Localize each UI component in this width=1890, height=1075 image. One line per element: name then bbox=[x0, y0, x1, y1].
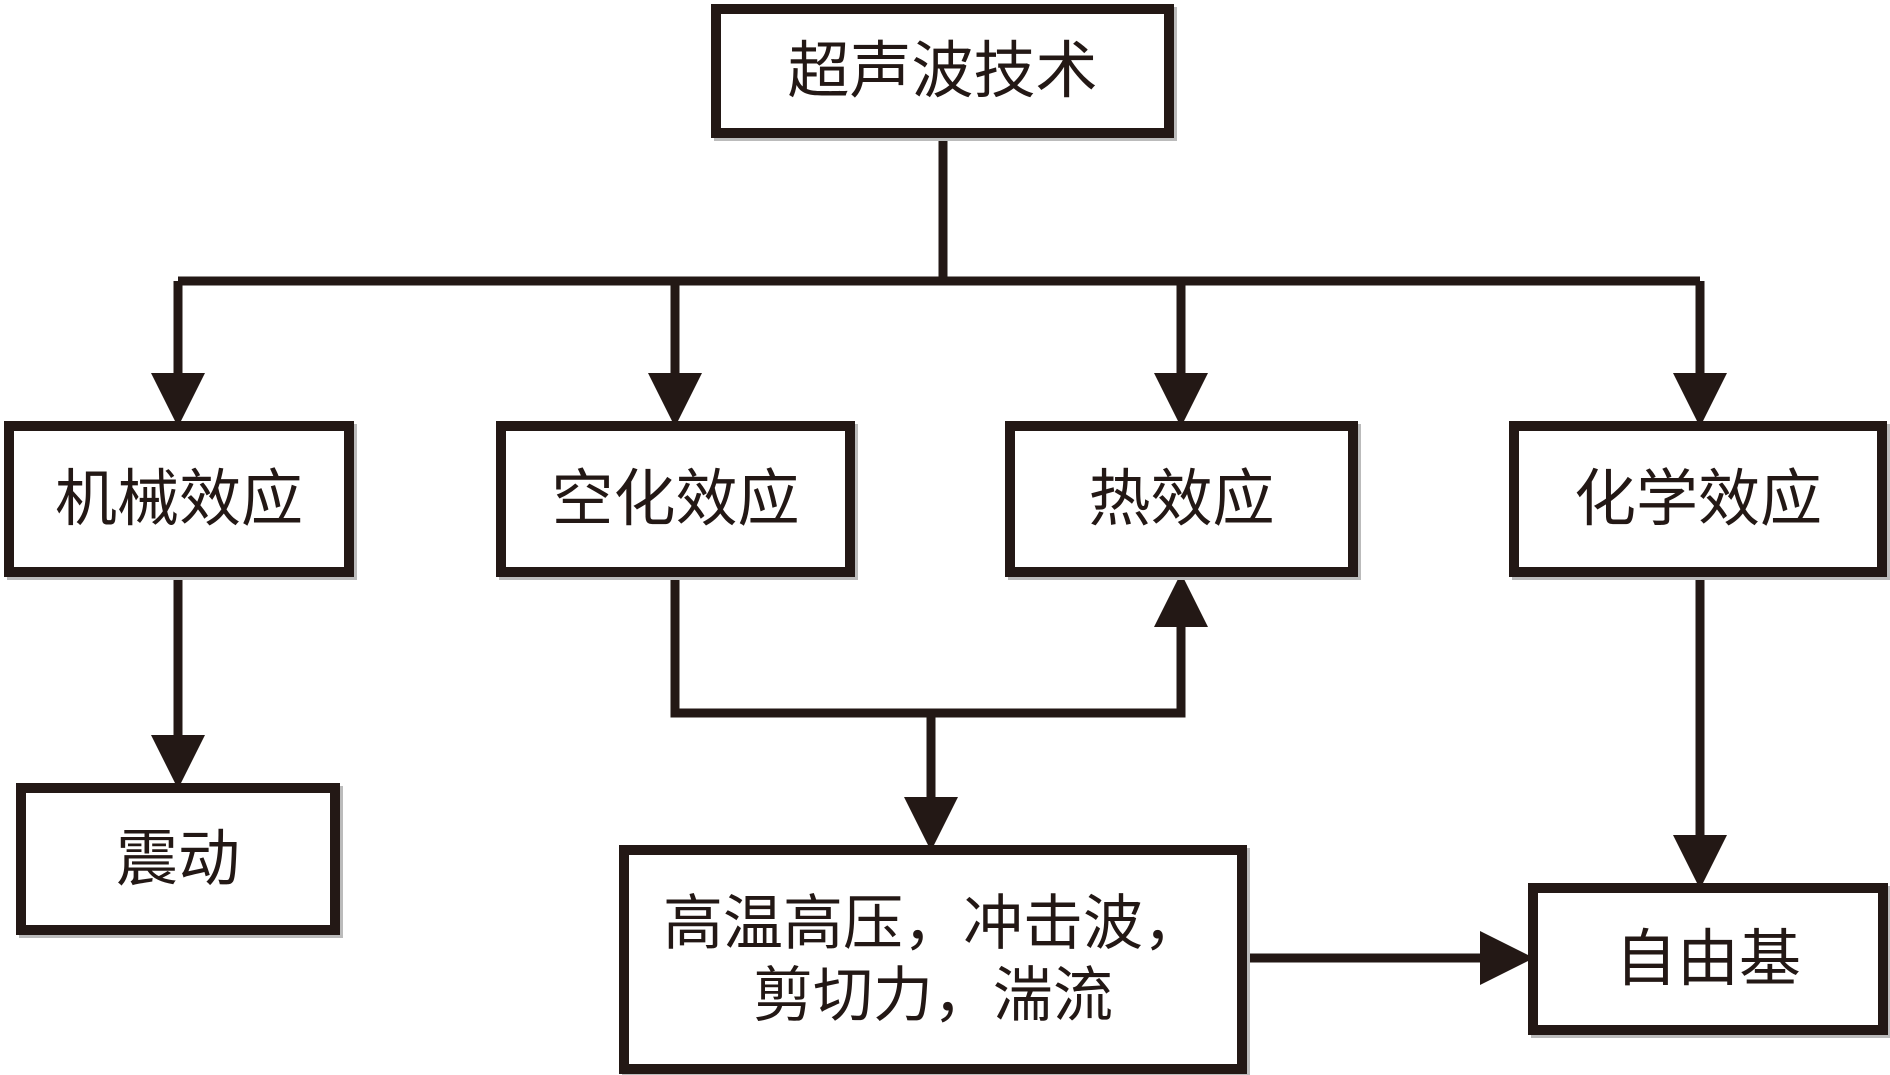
node-cavitation-effects: 高温高压，冲击波， 剪切力，湍流 bbox=[619, 845, 1247, 1074]
node-root: 超声波技术 bbox=[711, 4, 1174, 138]
node-cavitation: 空化效应 bbox=[496, 421, 855, 577]
node-mechanical: 机械效应 bbox=[4, 421, 354, 577]
node-thermal: 热效应 bbox=[1005, 421, 1358, 577]
cavitation-loop bbox=[670, 573, 1208, 718]
node-chemical: 化学效应 bbox=[1509, 421, 1887, 577]
node-vibration: 震动 bbox=[16, 783, 340, 935]
node-radicals: 自由基 bbox=[1528, 883, 1888, 1035]
